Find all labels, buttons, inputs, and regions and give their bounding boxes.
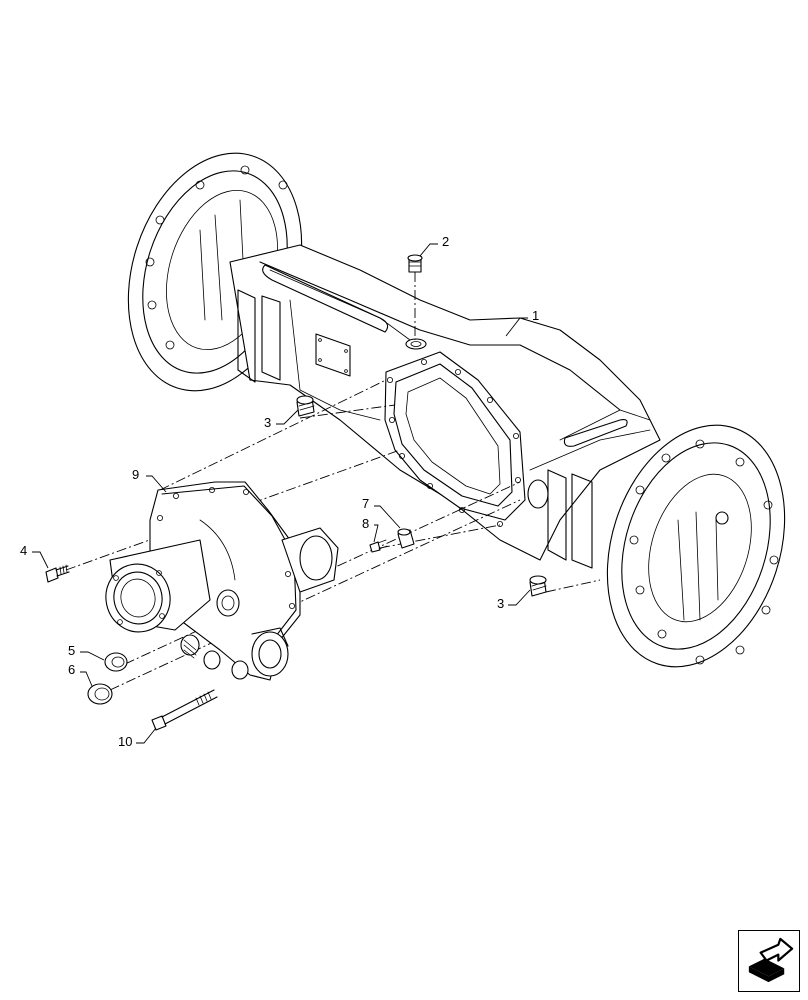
- callout-4-label: 4: [20, 543, 27, 558]
- screw-8: [369, 539, 388, 553]
- callout-5: 5: [68, 643, 105, 661]
- differential-carrier: [105, 481, 339, 681]
- callout-1-label: 1: [532, 308, 539, 323]
- plug-upper: [296, 395, 315, 417]
- plug-5: [104, 652, 128, 672]
- long-bolt-10: [151, 689, 218, 731]
- callout-7-label: 7: [362, 496, 369, 511]
- callout-6: 6: [68, 662, 93, 687]
- plug-lower: [529, 575, 547, 597]
- callout-9: 9: [132, 467, 167, 493]
- callout-10: 10: [118, 727, 157, 749]
- bolt-small: [45, 564, 70, 583]
- callout-4: 4: [20, 543, 49, 569]
- right-flange-bolts: [629, 439, 779, 665]
- pin-7: [397, 528, 415, 549]
- next-page-arrow-icon: [748, 937, 794, 983]
- callout-3-lower-label: 3: [497, 596, 504, 611]
- callout-10-label: 10: [118, 734, 132, 749]
- next-page-button[interactable]: [738, 930, 800, 992]
- callout-2-label: 2: [442, 234, 449, 249]
- callout-2: 2: [419, 234, 449, 257]
- callout-1: 1: [505, 308, 539, 337]
- callout-6-label: 6: [68, 662, 75, 677]
- breather-fitting: [407, 254, 423, 273]
- left-flange-bolts: [145, 165, 288, 350]
- axle-housing: [127, 152, 786, 668]
- callout-3-upper: 3: [264, 409, 299, 430]
- callout-3-lower: 3: [497, 589, 531, 611]
- callout-8-label: 8: [362, 516, 369, 531]
- callout-3-upper-label: 3: [264, 415, 271, 430]
- plug-6: [87, 683, 113, 705]
- callout-9-label: 9: [132, 467, 139, 482]
- callout-5-label: 5: [68, 643, 75, 658]
- callout-7: 7: [362, 496, 401, 529]
- callout-8: 8: [362, 516, 379, 543]
